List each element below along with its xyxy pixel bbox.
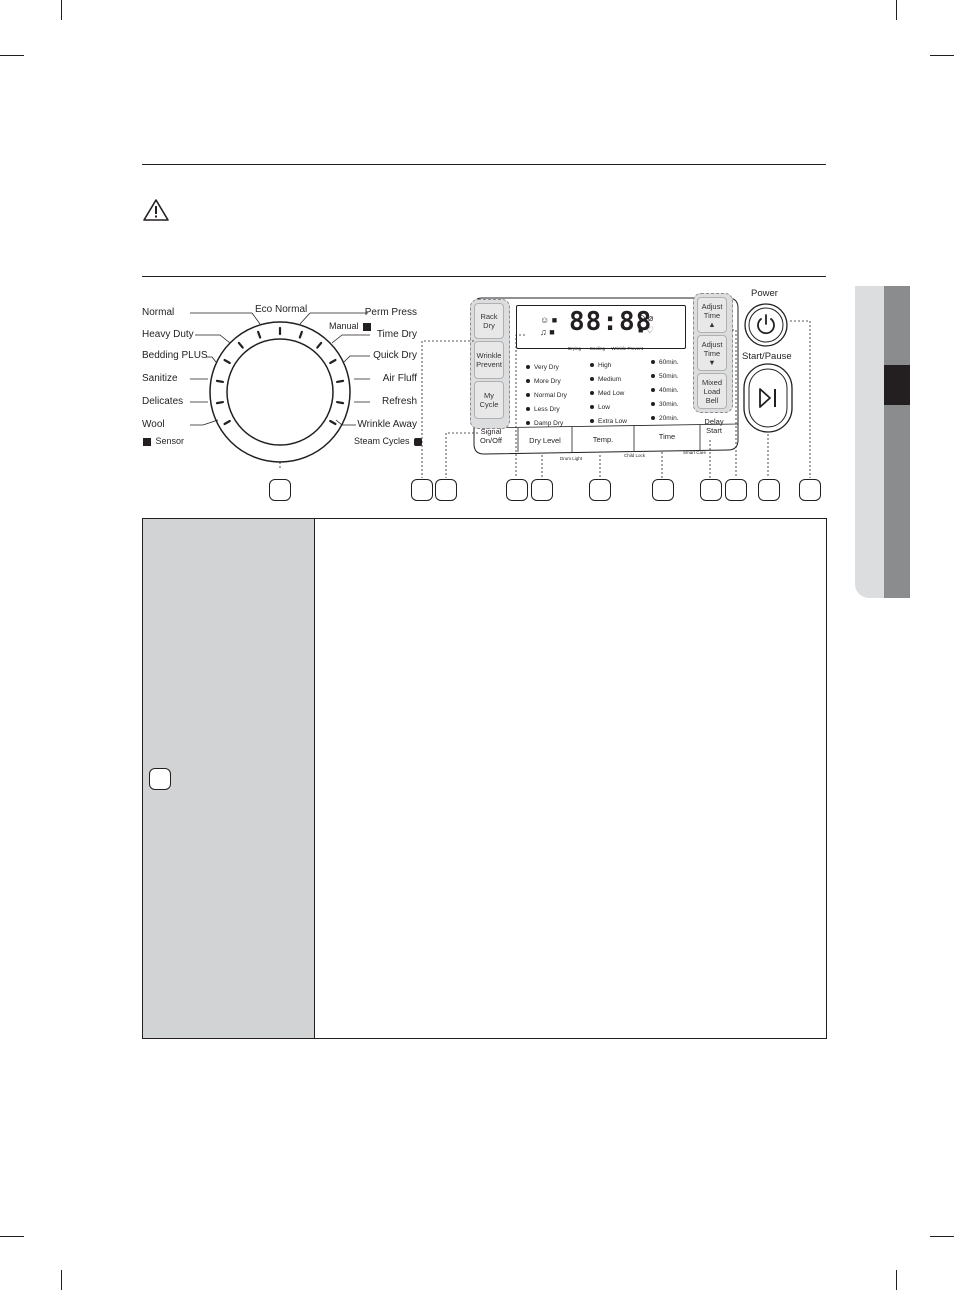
- callout-box: [652, 479, 674, 501]
- callout-box: [700, 479, 722, 501]
- table-right-cell: [314, 518, 827, 1039]
- dry-level-option: Normal Dry: [526, 392, 567, 400]
- signal-button[interactable]: Signal On/Off: [480, 427, 502, 445]
- start-pause-label: Start/Pause: [742, 351, 792, 362]
- power-label: Power: [751, 288, 778, 299]
- callout-box: [531, 479, 553, 501]
- dry-level-button[interactable]: Dry Level: [529, 436, 561, 445]
- crop-mark: [896, 0, 897, 20]
- dial-label-bedding-plus: Bedding PLUS: [142, 350, 208, 361]
- wrinkle-prevent-button[interactable]: Wrinkle Prevent: [474, 341, 504, 379]
- time-option: 20min.: [651, 415, 679, 423]
- phase-wrinkle-prevent: Wrinkle Prevent: [611, 346, 643, 351]
- callout-box: [799, 479, 821, 501]
- temp-option: Medium: [590, 376, 621, 384]
- adjust-time-up-button[interactable]: Adjust Time ▲: [697, 297, 727, 333]
- manual-icon: [363, 322, 372, 331]
- dial-label-delicates: Delicates: [142, 396, 184, 407]
- display-digits: 88:88: [569, 307, 653, 337]
- crop-mark: [0, 1236, 24, 1237]
- callout-box: [725, 479, 747, 501]
- temp-button[interactable]: Temp.: [592, 435, 614, 444]
- dial-label-wrinkle-away: Wrinkle Away: [357, 419, 417, 430]
- top-rule: [142, 164, 826, 165]
- display-window: [516, 305, 686, 349]
- mixed-load-bell-button[interactable]: Mixed Load Bell: [697, 373, 727, 409]
- warning-icon: [143, 199, 169, 221]
- temp-option: Low: [590, 404, 610, 412]
- adjust-time-down-button[interactable]: Adjust Time ▼: [697, 335, 727, 371]
- side-tab-dark: [884, 286, 910, 598]
- dial-label-refresh: Refresh: [381, 396, 417, 407]
- callout-box: [269, 479, 291, 501]
- dial-label-wool: Wool: [142, 419, 165, 430]
- callout-box: [506, 479, 528, 501]
- display-icons-left: ☺ ■♫ ■: [540, 315, 558, 337]
- play-pause-icon: [759, 388, 776, 408]
- side-tab-light: [855, 286, 884, 598]
- crop-mark: [0, 55, 24, 56]
- hold-label-drum-light: Drum Light: [560, 456, 583, 461]
- dry-level-option: Less Dry: [526, 406, 560, 414]
- time-option: 50min.: [651, 373, 679, 381]
- steam-cycles-label: Steam Cycles: [354, 435, 423, 447]
- crop-mark: [61, 1270, 62, 1290]
- crop-mark: [896, 1270, 897, 1290]
- side-tab-marker: [884, 365, 910, 405]
- dry-level-option: More Dry: [526, 378, 561, 386]
- rack-dry-button[interactable]: Rack Dry: [474, 303, 504, 339]
- time-option: 60min.: [651, 359, 679, 367]
- time-option: 40min.: [651, 387, 679, 395]
- delay-start-button[interactable]: Delay Start: [704, 417, 724, 435]
- hold-label-child-lock: Child Lock: [624, 453, 646, 458]
- dial-label-eco-normal: Eco Normal: [255, 304, 308, 315]
- steam-icon: [414, 437, 423, 446]
- steam-text: Steam Cycles: [354, 436, 410, 446]
- temp-option: High: [590, 362, 611, 370]
- phase-drying: Drying: [568, 346, 582, 351]
- time-option: 30min.: [651, 401, 679, 409]
- crop-mark: [61, 0, 62, 20]
- temp-option: Med Low: [590, 390, 624, 398]
- dry-level-option: Very Dry: [526, 364, 559, 372]
- dry-level-option: Damp Dry: [526, 420, 563, 428]
- callout-box: [758, 479, 780, 501]
- dial-label-normal: Normal: [142, 307, 175, 318]
- cycle-dial[interactable]: [190, 310, 370, 470]
- callout-box: [589, 479, 611, 501]
- display-icons-right: ⊙ ⌀■ ♡: [638, 313, 655, 335]
- power-button[interactable]: [742, 301, 790, 349]
- power-icon: [757, 314, 775, 335]
- manual-label: Manual: [329, 320, 372, 332]
- description-table: [142, 518, 827, 1039]
- dial-label-sanitize: Sanitize: [142, 373, 178, 384]
- display-phase-labels: Drying Cooling Wrinkle Prevent: [568, 346, 643, 351]
- dial-label-air-fluff: Air Fluff: [382, 373, 417, 384]
- temp-option: Extra Low: [590, 418, 627, 426]
- dial-label-quick-dry: Quick Dry: [373, 350, 417, 361]
- dial-label-time-dry: Time Dry: [376, 329, 417, 340]
- phase-cooling: Cooling: [589, 346, 606, 351]
- callout-leaders: [421, 320, 811, 478]
- start-pause-button[interactable]: [742, 362, 794, 434]
- manual-text: Manual: [329, 321, 359, 331]
- mid-rule: [142, 276, 826, 277]
- my-cycle-button[interactable]: My Cycle: [474, 381, 504, 419]
- crop-mark: [930, 55, 954, 56]
- dial-label-perm-press: Perm Press: [364, 307, 417, 318]
- dial-label-heavy-duty: Heavy Duty: [142, 329, 194, 340]
- hold-label-smart-care: Smart Care: [683, 450, 707, 455]
- sensor-label: Sensor: [143, 435, 184, 447]
- callout-box: [411, 479, 433, 501]
- time-button[interactable]: Time: [658, 432, 676, 441]
- callout-box: [435, 479, 457, 501]
- crop-mark: [930, 1236, 954, 1237]
- table-callout-box: [149, 767, 171, 790]
- sensor-icon: [143, 437, 151, 446]
- table-left-cell: [142, 518, 315, 1039]
- sensor-text: Sensor: [155, 436, 185, 446]
